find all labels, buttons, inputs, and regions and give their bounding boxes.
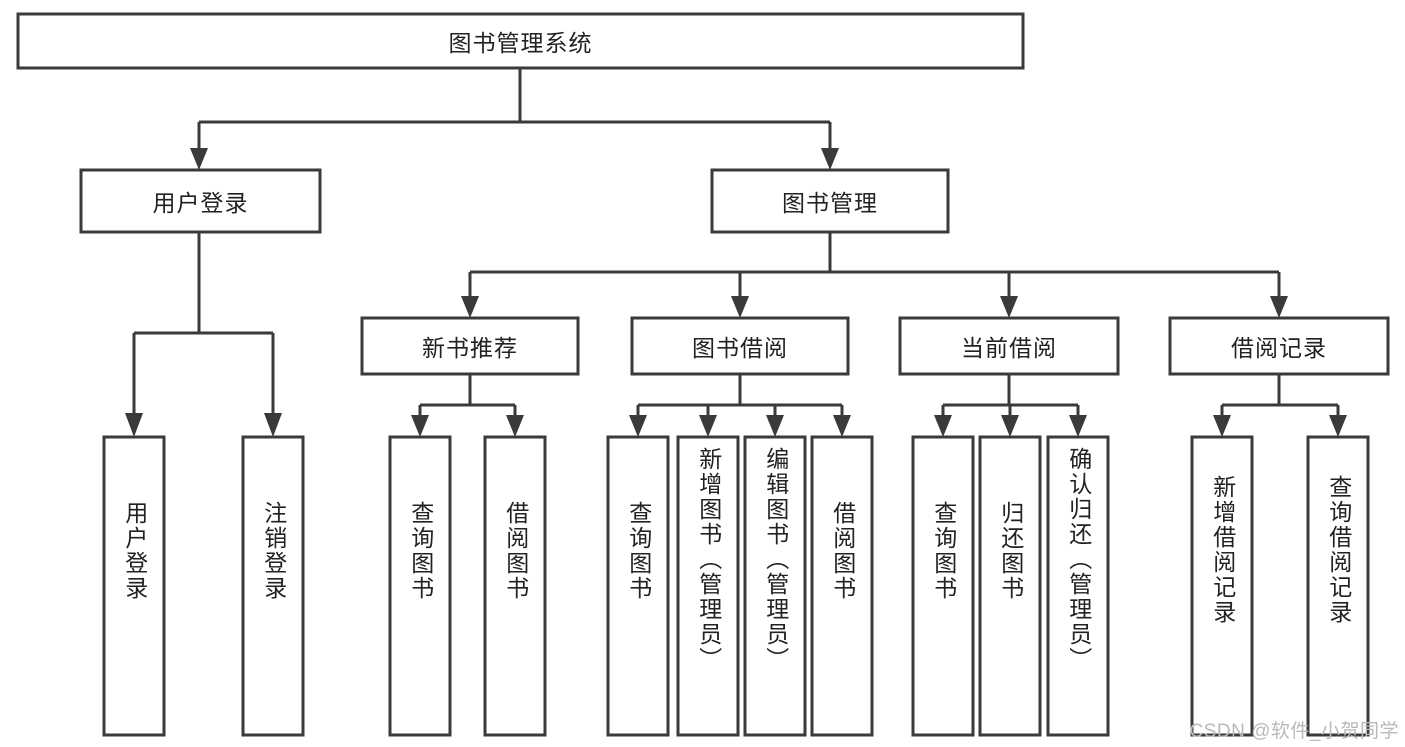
arrow-current-to-leaf3 [1069,415,1087,437]
arrow-book-mgmt-to-records [1270,296,1288,318]
arrow-borrow-to-leaf2 [699,415,717,437]
connector-group-user-login [125,232,282,437]
arrow-current-to-leaf2 [1001,415,1019,437]
connector-group-borrow [629,374,851,437]
leaf-box-borrow-book-1[interactable] [483,435,547,737]
arrow-user-login-to-leaf2 [264,413,282,437]
connector-group-newbooks [411,374,524,437]
connector-group-root [190,68,839,170]
connector-group-current [934,374,1087,437]
leaf-box-add-book[interactable] [676,435,740,737]
leaf-box-query-book-2[interactable] [606,435,670,737]
node-user-login-box[interactable] [79,168,322,234]
connector-group-records [1213,374,1347,437]
leaf-box-user-login[interactable] [102,435,166,737]
leaf-box-add-record[interactable] [1190,435,1254,737]
node-borrow-box[interactable] [630,316,850,376]
leaf-box-query-book-3[interactable] [911,435,975,737]
leaf-box-borrow-book-2[interactable] [810,435,874,737]
node-root-box[interactable] [16,12,1025,70]
leaf-box-edit-book[interactable] [743,435,807,737]
csdn-watermark: CSDN @软件_小贺同学 [1189,721,1399,742]
arrow-borrow-to-leaf3 [766,415,784,437]
arrow-records-to-leaf1 [1213,415,1231,437]
node-current-box[interactable] [898,316,1120,376]
leaf-box-logout[interactable] [241,435,305,737]
arrow-book-mgmt-to-current [1000,296,1018,318]
arrow-book-mgmt-to-borrow [731,296,749,318]
arrow-newbooks-to-leaf2 [506,415,524,437]
node-records-box[interactable] [1168,316,1390,376]
leaf-box-query-record[interactable] [1306,435,1370,737]
arrow-borrow-to-leaf4 [833,415,851,437]
arrow-current-to-leaf1 [934,415,952,437]
arrow-records-to-leaf2 [1329,415,1347,437]
leaf-box-query-book-1[interactable] [388,435,452,737]
leaf-box-return-book[interactable] [978,435,1042,737]
node-book-mgmt-box[interactable] [710,168,950,234]
arrow-root-to-book-mgmt [821,148,839,170]
arrow-newbooks-to-leaf1 [411,415,429,437]
connector-group-book-mgmt [461,232,1288,318]
arrow-borrow-to-leaf1 [629,415,647,437]
leaf-box-confirm-return[interactable] [1046,435,1110,737]
arrow-book-mgmt-to-newbooks [461,296,479,318]
arrow-user-login-to-leaf1 [125,413,143,437]
arrow-root-to-user-login [190,148,208,170]
node-newbooks-box[interactable] [360,316,580,376]
